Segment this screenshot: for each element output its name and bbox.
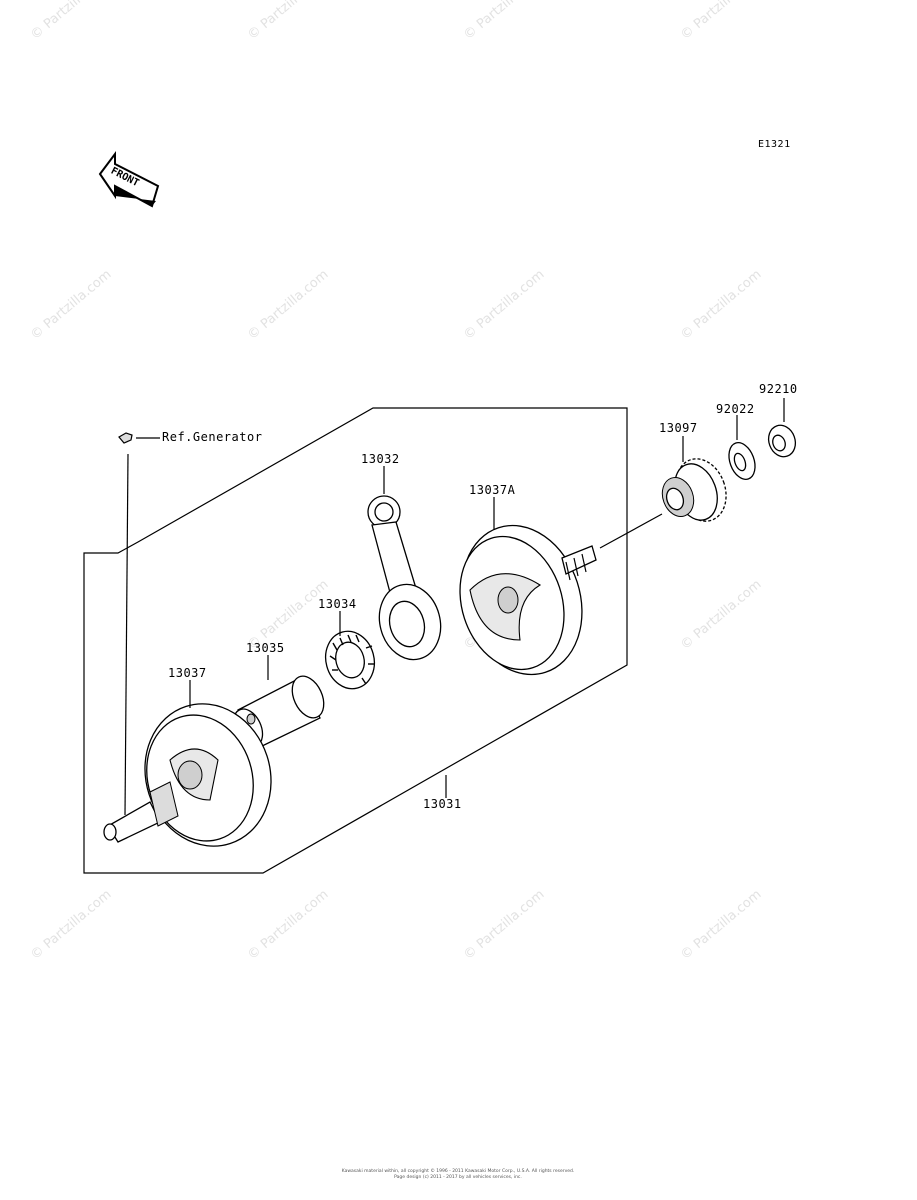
watermark: © Partzilla.com [461,0,547,43]
ref-leader-vertical [124,453,129,816]
watermark: © Partzilla.com [245,0,331,43]
copyright-line: Kawasaki material within, all copyright … [342,1167,575,1174]
connecting-rod-13032 [367,495,442,661]
woodruff-key-icon [118,432,133,444]
part-number-13034: 13034 [318,597,357,611]
washer-92022 [728,442,756,480]
flywheel-13037A [459,524,597,676]
watermark: © Partzilla.com [678,577,764,653]
watermark: © Partzilla.com [678,887,764,963]
shaft-centerline [599,513,663,549]
diagram-code: E1321 [758,139,791,150]
watermark: © Partzilla.com [28,0,114,43]
front-arrow-icon: FRONT [98,151,160,208]
part-number-13035: 13035 [246,641,285,655]
part-number-13037A: 13037A [469,483,516,497]
assembly-outline [83,407,628,874]
part-number-13097: 13097 [659,421,698,435]
watermark: © Partzilla.com [678,267,764,343]
watermark: © Partzilla.com [461,887,547,963]
watermark: © Partzilla.com [28,887,114,963]
part-number-92210: 92210 [759,382,798,396]
part-number-13037: 13037 [168,666,207,680]
part-number-13031: 13031 [423,797,462,811]
bearing-13034 [324,630,376,690]
watermark: © Partzilla.com [678,0,764,43]
nut-92210 [767,424,797,458]
gear-13097 [661,458,727,522]
watermark: © Partzilla.com [245,267,331,343]
watermark: © Partzilla.com [461,267,547,343]
watermark: © Partzilla.com [245,887,331,963]
part-number-13032: 13032 [361,452,400,466]
copyright-line-2: Page design (c) 2011 - 2017 by all vehic… [394,1174,522,1180]
watermark: © Partzilla.com [28,267,114,343]
flywheel-13037 [103,703,272,847]
part-number-92022: 92022 [716,402,755,416]
ref-generator-label: Ref.Generator [162,430,262,444]
